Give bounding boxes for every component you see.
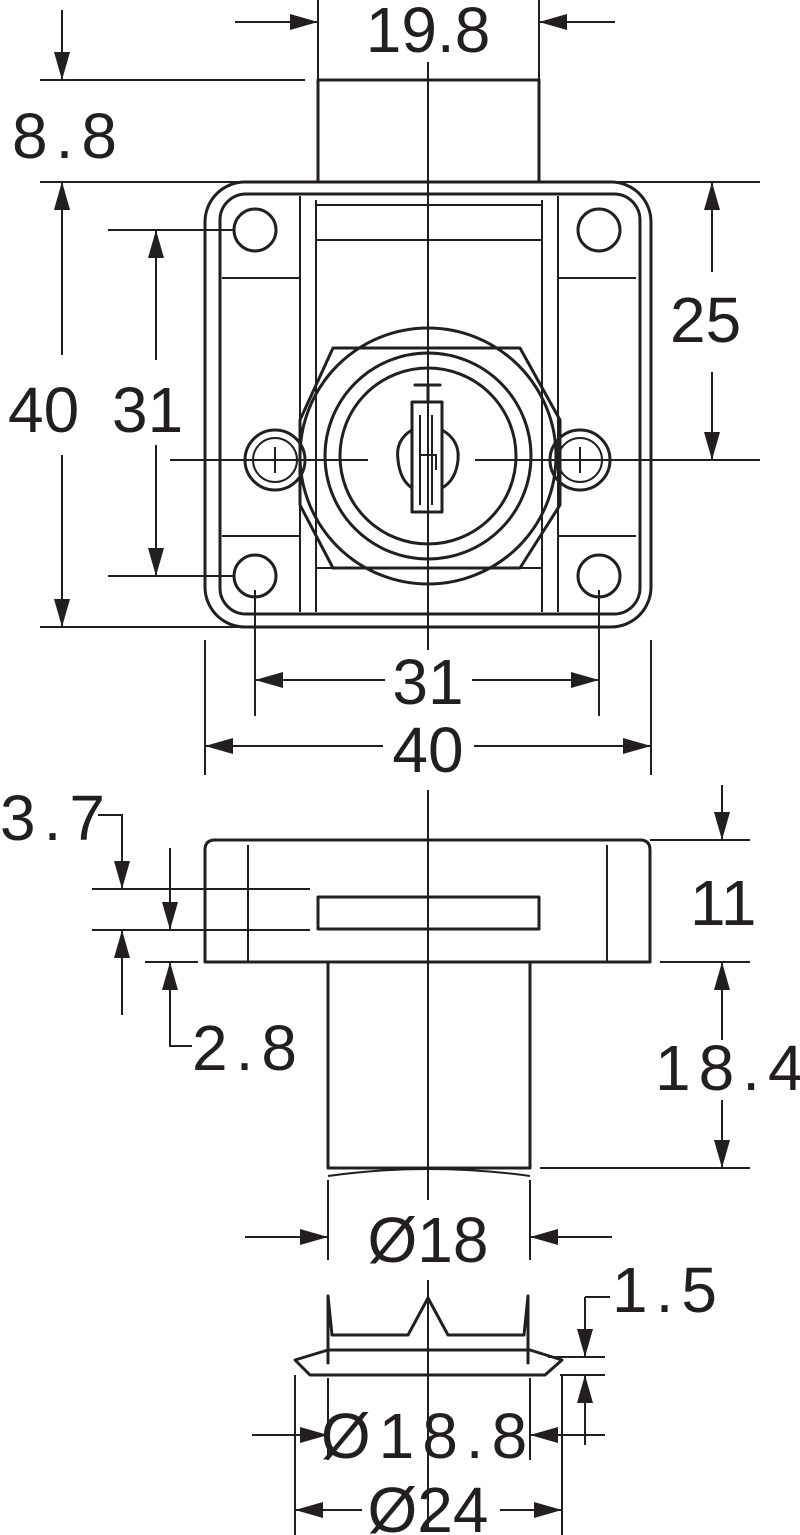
screw-hole-top-right bbox=[576, 207, 622, 253]
dim-overall-height: 40 bbox=[8, 374, 79, 446]
front-view-dimensions: 19.8 8.8 40 31 25 31 bbox=[8, 0, 760, 786]
plate-inner-outline bbox=[218, 192, 642, 616]
dim-center-offset: 25 bbox=[670, 284, 741, 356]
dim-hole-spacing-horizontal: 31 bbox=[392, 646, 463, 718]
dim-hole-spacing-vertical: 31 bbox=[112, 374, 183, 446]
flange-rim bbox=[293, 1348, 564, 1377]
dim-body-thickness: 11 bbox=[690, 867, 756, 939]
dim-cylinder-diameter: Ø18 bbox=[368, 1204, 489, 1276]
dim-slot-width: 3.7 bbox=[0, 782, 113, 854]
flange-dimensions: 1.5 Ø18.8 Ø24 bbox=[252, 1254, 725, 1535]
dim-flange-inner-diameter: Ø18.8 bbox=[321, 1400, 535, 1472]
dim-top-height: 8.8 bbox=[12, 100, 125, 172]
dim-cylinder-length: 18.4 bbox=[655, 1032, 800, 1104]
corner-pad-lines bbox=[222, 277, 636, 537]
dim-overall-width: 40 bbox=[392, 714, 463, 786]
dim-slot-offset: 2.8 bbox=[192, 1012, 305, 1084]
dim-flange-outer-diameter: Ø24 bbox=[368, 1474, 489, 1535]
body-edge-lines bbox=[247, 845, 608, 962]
flange-walls bbox=[326, 1294, 530, 1365]
rail-lines bbox=[299, 196, 559, 612]
side-view-dimensions: 3.7 2.8 11 18.4 Ø18 bbox=[0, 782, 800, 1276]
dim-flange-height: 1.5 bbox=[612, 1254, 725, 1326]
body-outline bbox=[203, 838, 652, 964]
screw-hole-top-left bbox=[232, 207, 278, 253]
dim-top-width: 19.8 bbox=[366, 0, 491, 66]
front-view bbox=[170, 62, 680, 650]
flange-view bbox=[293, 1280, 564, 1530]
side-view bbox=[203, 790, 652, 1200]
